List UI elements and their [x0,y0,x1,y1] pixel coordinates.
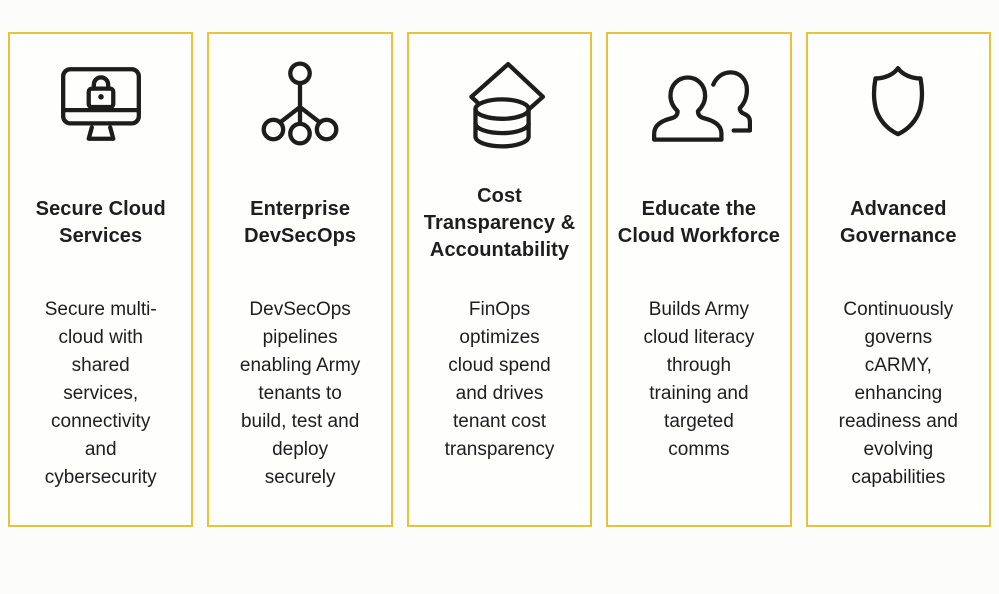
people-icon [646,34,752,176]
card-cost-transparency-accountability: Cost Transparency & Accountability FinOp… [406,32,593,527]
card-enterprise-devsecops: Enterprise DevSecOps DevSecOps pipelines… [207,32,393,527]
card-educate-cloud-workforce: Educate the Cloud Workforce Builds Army … [606,32,792,527]
card-title: Enterprise DevSecOps [244,198,357,247]
card-title: Secure Cloud Services [35,198,166,247]
card-title: Advanced Governance [840,198,957,247]
shield-icon [852,34,944,176]
network-nodes-icon [254,34,346,176]
card-body: FinOps optimizes cloud spend and drives … [444,299,555,460]
card-body: Builds Army cloud literacy through train… [643,299,755,460]
card-body: Secure multi- cloud with shared services… [44,299,157,488]
monitor-lock-icon [55,34,147,176]
card-title: Cost Transparency & Accountability [423,184,576,261]
card-title: Educate the Cloud Workforce [617,198,781,247]
card-body: DevSecOps pipelines enabling Army tenant… [239,299,361,488]
coins-diamond-icon [453,34,547,176]
card-body: Continuously governs cARMY, enhancing re… [838,299,959,488]
card-secure-cloud-services: Secure Cloud Services Secure multi- clou… [8,32,194,527]
card-advanced-governance: Advanced Governance Continuously governs… [805,32,992,527]
cards-row: Secure Cloud Services Secure multi- clou… [8,32,992,527]
